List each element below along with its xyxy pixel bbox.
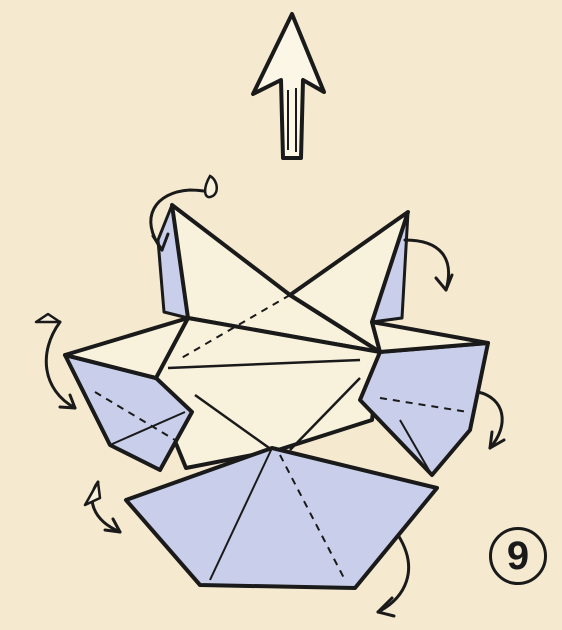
pull-up-arrow-icon — [253, 14, 324, 158]
right-wing — [360, 322, 488, 475]
top-right-fold-arrow-icon — [405, 240, 452, 290]
step-number: 9 — [507, 534, 529, 579]
left-wing — [65, 318, 192, 470]
right-wing-fold-arrow-icon — [478, 392, 504, 448]
bottom-front-flap — [126, 448, 437, 588]
step-number-badge: 9 — [489, 527, 547, 585]
bottom-left-fold-arrow-icon — [85, 482, 120, 532]
